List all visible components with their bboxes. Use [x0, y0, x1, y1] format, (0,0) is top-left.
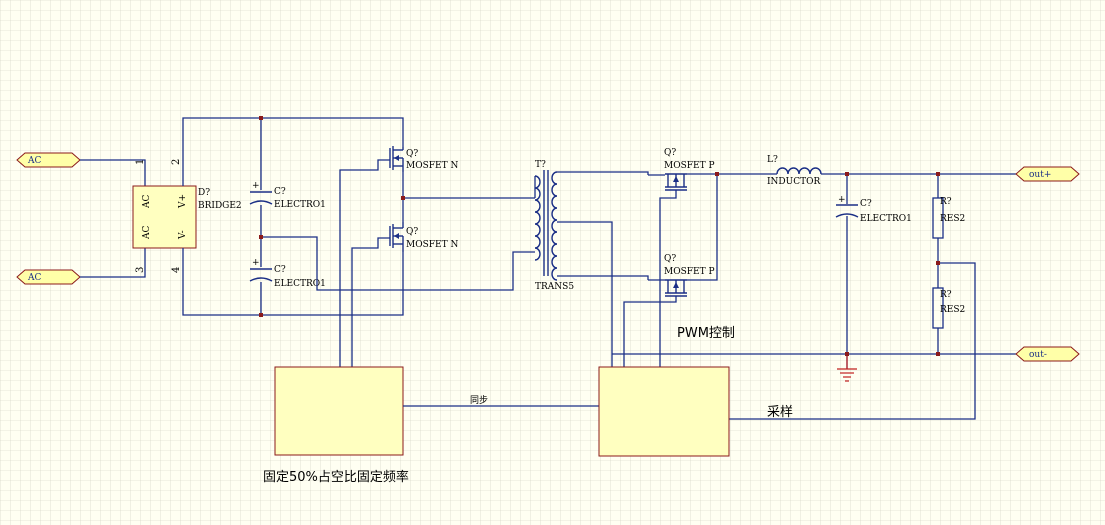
bridge-pin-1: 1 — [135, 159, 146, 165]
junctions — [259, 116, 940, 356]
t1-type: TRANS5 — [535, 282, 574, 292]
inductor-l1[interactable]: L? INDUCTOR — [767, 155, 822, 187]
c3-type: ELECTRO1 — [860, 214, 912, 224]
bridge-ac1-label: AC — [142, 195, 152, 209]
port-out-plus[interactable]: out+ — [1015, 166, 1080, 182]
bridge-pin-3: 3 — [135, 267, 146, 273]
svg-text:+: + — [838, 195, 846, 205]
bridge-vminus-label: V- — [178, 230, 188, 240]
port-ac-bottom-label: AC — [27, 273, 41, 283]
bridge-designator: D? — [198, 188, 210, 198]
t1-designator: T? — [535, 160, 546, 170]
q4-designator: Q? — [664, 254, 676, 264]
port-out-plus-label: out+ — [1029, 170, 1051, 180]
capacitor-c1[interactable]: + C? ELECTRO1 — [249, 181, 326, 210]
l1-type: INDUCTOR — [767, 177, 820, 187]
capacitor-c3[interactable]: + C? ELECTRO1 — [835, 195, 912, 224]
bridge-pin-4: 4 — [171, 267, 182, 273]
capacitor-c2[interactable]: + C? ELECTRO1 — [249, 258, 326, 289]
fixed-duty-caption: 固定50%占空比固定频率 — [263, 469, 409, 485]
c1-type: ELECTRO1 — [274, 200, 326, 210]
ground-symbol — [837, 354, 857, 382]
r1-designator: R? — [940, 197, 952, 207]
sample-label: 采样 — [767, 405, 793, 420]
port-out-minus[interactable]: out- — [1015, 346, 1080, 362]
c1-designator: C? — [274, 187, 286, 197]
bridge-ac2-label: AC — [142, 226, 152, 240]
fixed-duty-block[interactable] — [274, 366, 404, 456]
bridge-rectifier[interactable]: AC AC V+ V- D? BRIDGE2 1 2 3 4 — [132, 159, 242, 273]
r2-type: RES2 — [940, 305, 965, 315]
q3-type: MOSFET P — [664, 161, 715, 171]
port-ac-top[interactable]: AC — [16, 152, 81, 168]
bridge-vplus-label: V+ — [178, 194, 188, 209]
port-ac-bottom[interactable]: AC — [16, 269, 81, 285]
c2-type: ELECTRO1 — [274, 279, 326, 289]
pwm-control-block[interactable] — [598, 366, 730, 457]
mosfet-q1[interactable]: Q? MOSFET N — [389, 146, 458, 172]
r1-type: RES2 — [940, 214, 965, 224]
bridge-pin-2: 2 — [171, 159, 182, 165]
q1-type: MOSFET N — [406, 161, 458, 171]
bridge-type: BRIDGE2 — [198, 201, 242, 211]
transformer-t1[interactable]: T? TRANS5 — [534, 160, 574, 292]
r2-designator: R? — [940, 290, 952, 300]
q4-type: MOSFET P — [664, 267, 715, 277]
q3-designator: Q? — [664, 148, 676, 158]
c2-designator: C? — [274, 265, 286, 275]
mosfet-q2[interactable]: Q? MOSFET N — [389, 222, 458, 252]
sync-label: 同步 — [470, 395, 488, 406]
q2-designator: Q? — [406, 227, 418, 237]
svg-text:+: + — [252, 258, 260, 268]
svg-text:+: + — [252, 181, 260, 191]
q1-designator: Q? — [406, 149, 418, 159]
port-out-minus-label: out- — [1029, 350, 1047, 360]
c3-designator: C? — [860, 199, 872, 209]
q2-type: MOSFET N — [406, 240, 458, 250]
pwm-control-caption: PWM控制 — [677, 326, 735, 341]
port-ac-top-label: AC — [27, 156, 41, 166]
l1-designator: L? — [767, 155, 778, 165]
